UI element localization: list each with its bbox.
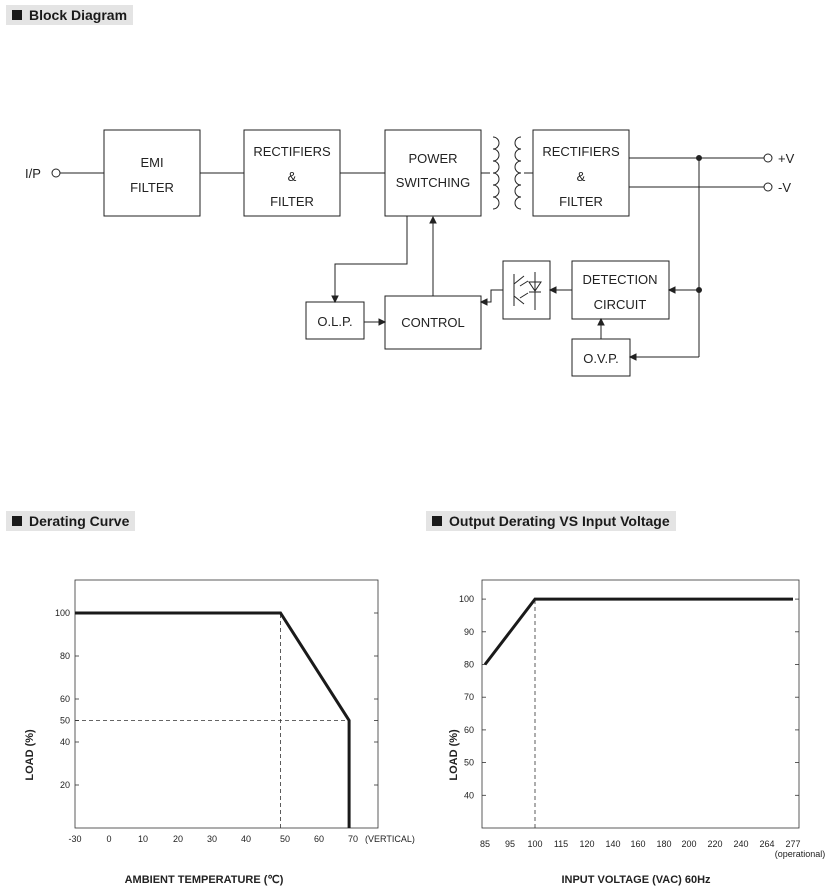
x-tick-label: 160 [630,839,645,849]
x-tick-label: 277 [785,839,800,849]
optocoupler-icon [502,260,551,320]
x-tick-label: 200 [681,839,696,849]
y-tick-label: 50 [464,758,474,768]
y-tick-label: 80 [464,660,474,670]
y-axis-label: LOAD (%) [24,729,36,781]
x-tick-label: 70 [348,834,358,844]
ovp-box [571,338,631,377]
output-neg-terminal [763,182,773,192]
output-pos-label: +V [778,151,795,166]
section-header-derating-curve: Derating Curve [6,511,136,531]
x-tick-label: 10 [138,834,148,844]
control-label: CONTROL [401,315,465,330]
rect-in-label-3: FILTER [270,194,314,209]
x-tick-label: 50 [280,834,290,844]
x-axis-label: AMBIENT TEMPERATURE (℃) [125,874,284,886]
rect-in-label-1: RECTIFIERS [253,144,331,159]
y-tick-label: 100 [55,608,70,618]
rectifiers-out-box [532,129,630,217]
y-tick-label: 50 [60,716,70,726]
y-tick-label: 90 [464,627,474,637]
y-tick-label: 100 [459,594,474,604]
x-tick-label: 180 [656,839,671,849]
transformer-icon [481,136,533,210]
x-tick-note: (operational) [775,849,826,859]
detection-circuit-box [571,260,670,320]
square-bullet-icon [12,10,22,20]
x-tick-label: 40 [241,834,251,844]
x-tick-label: 115 [554,839,568,849]
plot-frame [74,579,379,829]
section-title: Output Derating VS Input Voltage [449,513,670,529]
x-tick-label: 264 [759,839,774,849]
power-label-2: SWITCHING [396,175,470,190]
x-tick-label: 220 [707,839,722,849]
section-header-output-derating: Output Derating VS Input Voltage [426,511,676,531]
emi-label-1: EMI [140,155,163,170]
plot-frame [481,579,800,829]
x-tick-label: 100 [527,839,542,849]
olp-box [305,301,365,340]
input-label: I/P [25,166,41,181]
y-axis-label: LOAD (%) [448,729,460,781]
section-title: Block Diagram [29,7,128,23]
y-tick-label: 80 [60,651,70,661]
x-tick-label: 20 [173,834,183,844]
x-tick-label: 60 [314,834,324,844]
y-tick-label: 40 [464,790,474,800]
power-label-1: POWER [408,151,457,166]
emi-filter-box [103,129,201,217]
rectifiers-in-box [243,129,341,217]
detection-label-2: CIRCUIT [594,297,647,312]
detection-label-1: DETECTION [582,272,657,287]
square-bullet-icon [12,516,22,526]
y-tick-label: 40 [60,737,70,747]
olp-label: O.L.P. [317,314,352,329]
output-neg-label: -V [778,180,791,195]
y-tick-label: 20 [60,780,70,790]
rect-out-label-2: & [577,169,586,184]
x-tick-label: 85 [480,839,490,849]
input-derating-series-line [483,597,793,666]
ovp-label: O.V.P. [583,351,618,366]
x-tick-label: 0 [106,834,111,844]
rect-in-label-2: & [288,169,297,184]
y-tick-label: 60 [464,725,474,735]
x-axis-label: INPUT VOLTAGE (VAC) 60Hz [561,874,711,886]
x-tick-label: 140 [605,839,620,849]
square-bullet-icon [432,516,442,526]
output-pos-terminal [763,153,773,163]
x-tick-label: 120 [579,839,594,849]
x-tick-label: 30 [207,834,217,844]
x-tick-label: -30 [68,834,81,844]
x-tick-label: 95 [505,839,515,849]
section-header-block-diagram: Block Diagram [6,5,134,25]
input-terminal [51,168,61,178]
power-switching-box [384,129,482,217]
rect-out-label-1: RECTIFIERS [542,144,620,159]
rect-out-label-3: FILTER [559,194,603,209]
section-title: Derating Curve [29,513,130,529]
x-tick-label: 240 [733,839,748,849]
x-tick-suffix: (VERTICAL) [365,834,415,844]
y-tick-label: 70 [464,692,474,702]
control-box [384,295,482,350]
emi-label-2: FILTER [130,180,174,195]
derating-series-line [75,611,351,828]
y-tick-label: 60 [60,694,70,704]
